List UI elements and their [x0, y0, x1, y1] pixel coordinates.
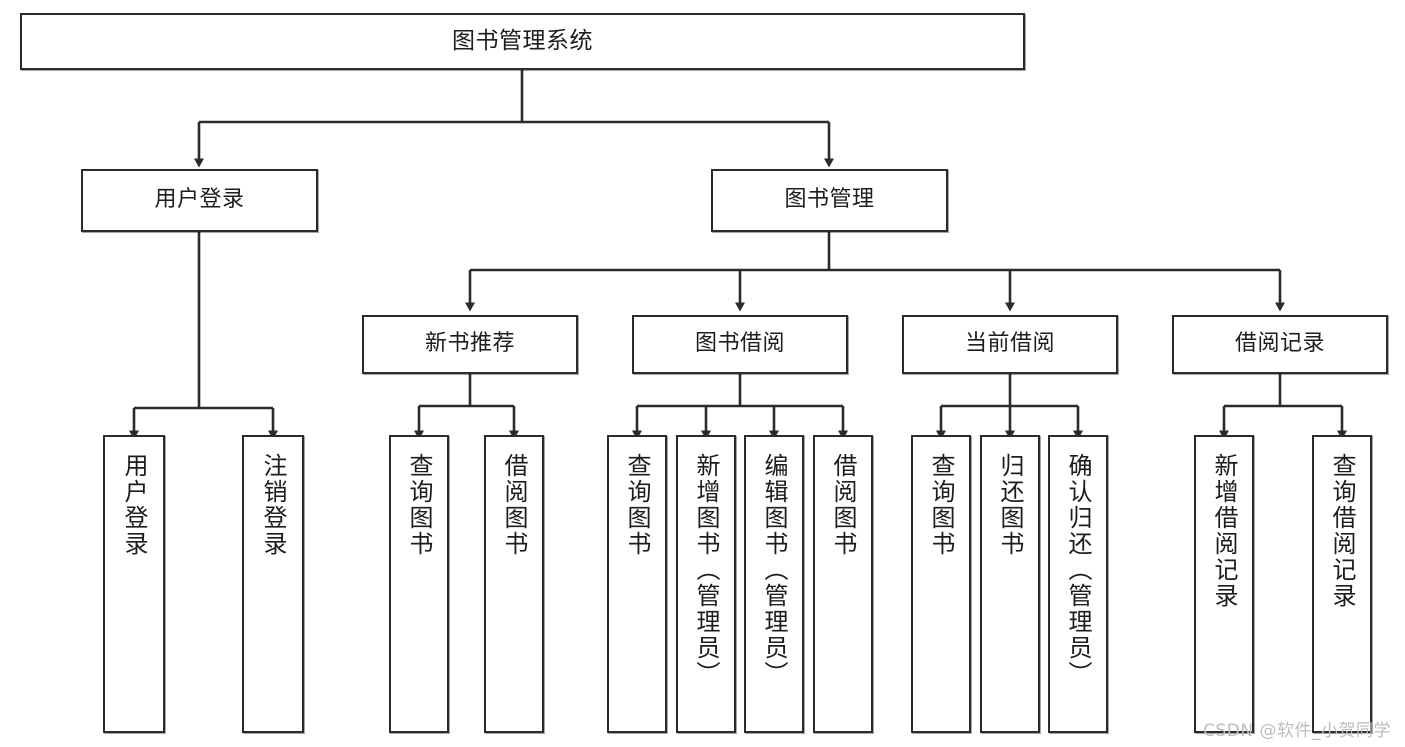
node-label: 当前借阅: [964, 331, 1055, 357]
node-leaf-add-borrow-record[interactable]: 新增借阅记录: [1194, 435, 1254, 733]
node-leaf-query-book-current[interactable]: 查询图书: [911, 435, 971, 733]
node-borrow-record[interactable]: 借阅记录: [1172, 315, 1388, 374]
node-label: 用户登录: [154, 187, 245, 213]
watermark-text: CSDN @软件_小贺同学: [1203, 721, 1391, 741]
node-label: 图书管理: [784, 187, 875, 213]
node-label: 借阅图书: [500, 453, 528, 557]
node-leaf-add-book-admin[interactable]: 新增图书（管理员）: [676, 435, 736, 733]
node-new-book-recommend[interactable]: 新书推荐: [362, 315, 578, 374]
node-label: 新增借阅记录: [1210, 453, 1238, 609]
node-leaf-edit-book-admin[interactable]: 编辑图书（管理员）: [744, 435, 804, 733]
node-label: 新书推荐: [424, 331, 515, 357]
node-label: 编辑图书（管理员）: [760, 453, 788, 687]
node-leaf-query-book-recommend[interactable]: 查询图书: [389, 435, 449, 733]
node-label: 用户登录: [120, 453, 148, 557]
node-leaf-query-book-borrow[interactable]: 查询图书: [607, 435, 667, 733]
node-current-borrow[interactable]: 当前借阅: [902, 315, 1118, 374]
node-book-borrow[interactable]: 图书借阅: [632, 315, 848, 374]
node-label: 新增图书（管理员）: [692, 453, 720, 687]
node-leaf-query-borrow-record[interactable]: 查询借阅记录: [1312, 435, 1372, 733]
node-label: 查询图书: [927, 453, 955, 557]
node-label: 借阅记录: [1234, 331, 1325, 357]
node-leaf-return-book[interactable]: 归还图书: [980, 435, 1040, 733]
node-book-management[interactable]: 图书管理: [711, 169, 948, 232]
node-label: 图书借阅: [694, 331, 785, 357]
node-user-login[interactable]: 用户登录: [81, 169, 318, 232]
node-leaf-borrow-book-borrow[interactable]: 借阅图书: [813, 435, 873, 733]
node-label: 确认归还（管理员）: [1064, 453, 1092, 687]
node-label: 查询图书: [623, 453, 651, 557]
node-leaf-logout-login[interactable]: 注销登录: [242, 435, 304, 733]
node-leaf-borrow-book-recommend[interactable]: 借阅图书: [484, 435, 544, 733]
node-label: 查询图书: [405, 453, 433, 557]
node-label: 图书管理系统: [452, 27, 593, 54]
node-leaf-confirm-return-admin[interactable]: 确认归还（管理员）: [1048, 435, 1108, 733]
node-label: 借阅图书: [829, 453, 857, 557]
node-label: 归还图书: [996, 453, 1024, 557]
node-root-book-management-system[interactable]: 图书管理系统: [20, 13, 1025, 70]
node-label: 查询借阅记录: [1328, 453, 1356, 609]
node-label: 注销登录: [259, 453, 287, 557]
node-leaf-user-login[interactable]: 用户登录: [103, 435, 165, 733]
